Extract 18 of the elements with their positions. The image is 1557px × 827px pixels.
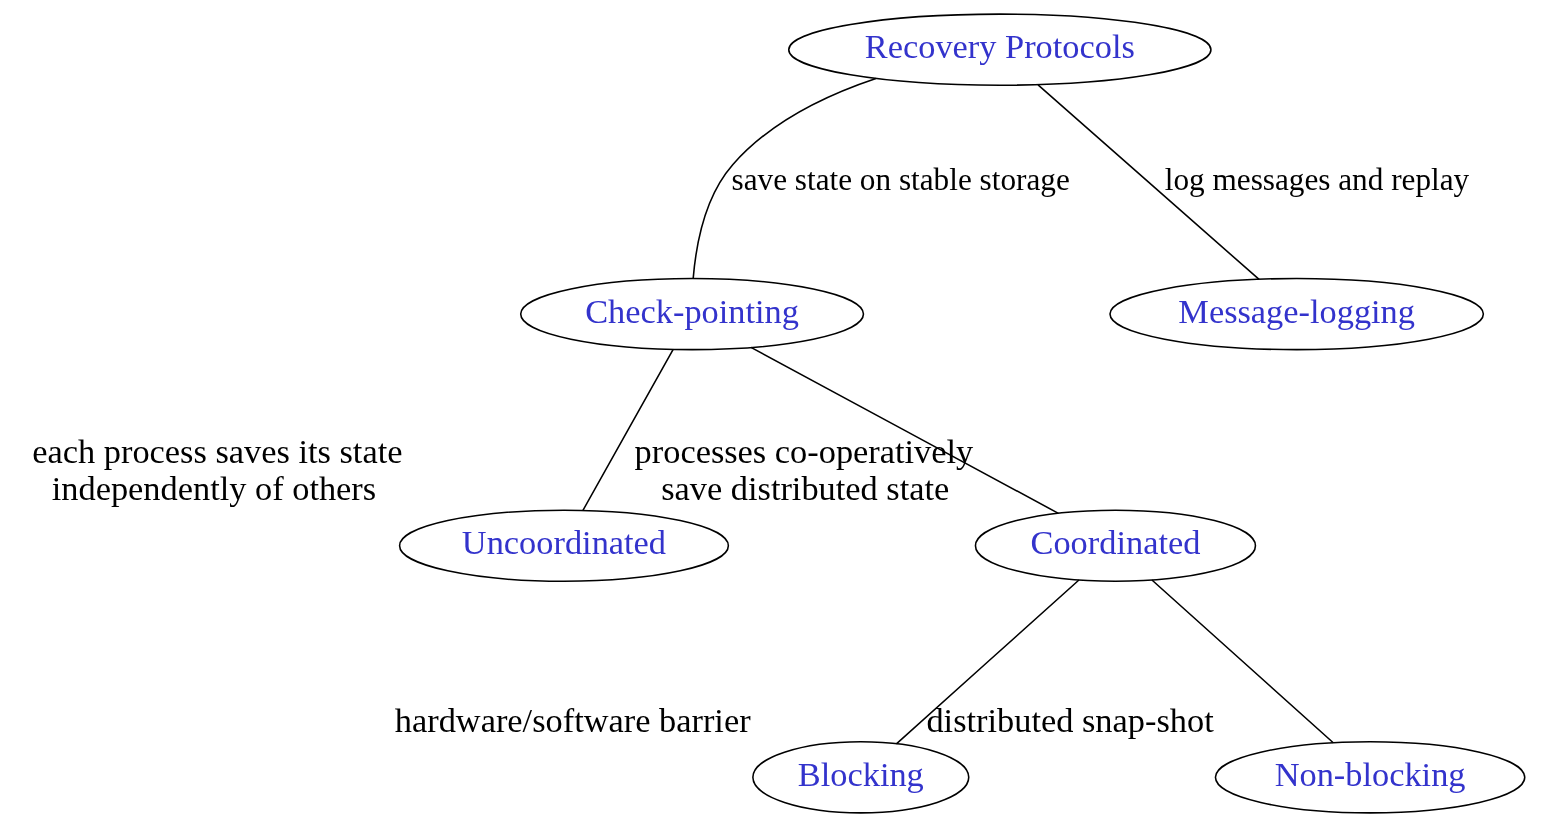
connector bbox=[1037, 84, 1260, 281]
node-label: hardware/software barrier bbox=[394, 700, 751, 739]
node-ellipse: Message-logging bbox=[1109, 277, 1485, 351]
node-ellipse: Coordinated bbox=[974, 509, 1257, 583]
node-ellipse: Non-blocking bbox=[1214, 741, 1526, 814]
connector bbox=[1151, 579, 1335, 744]
connector bbox=[895, 579, 1080, 745]
node-ellipse: Check-pointing bbox=[519, 277, 865, 351]
node-ellipse: Uncoordinated bbox=[398, 509, 730, 583]
connector bbox=[692, 77, 877, 280]
connector bbox=[750, 346, 1060, 515]
node-label: each process saves its state independently of others bbox=[32, 431, 403, 508]
node-ellipse: Blocking bbox=[752, 741, 970, 814]
connector bbox=[582, 348, 674, 512]
edge-label: log messages and replay bbox=[1164, 161, 1470, 197]
edge-label: save state on stable storage bbox=[731, 161, 1070, 197]
node-label: distributed snap-shot bbox=[926, 700, 1214, 739]
node-ellipse: Recovery Protocols bbox=[788, 13, 1212, 86]
